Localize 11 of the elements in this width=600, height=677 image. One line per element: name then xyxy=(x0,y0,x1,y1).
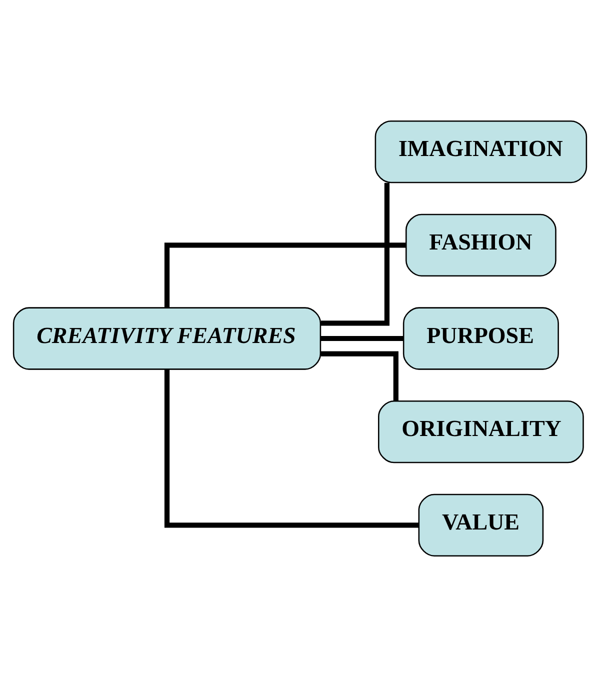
node-box: FASHION xyxy=(406,214,556,276)
node-box: ORIGINALITY xyxy=(378,400,584,464)
node-box: CREATIVITY FEATURES xyxy=(12,307,322,370)
connector xyxy=(320,182,390,326)
node-box: VALUE xyxy=(418,494,544,557)
connector xyxy=(164,242,406,308)
node-box: PURPOSE xyxy=(402,307,559,370)
connector xyxy=(320,336,404,342)
node-box: IMAGINATION xyxy=(374,120,588,184)
connector xyxy=(320,351,398,402)
connector xyxy=(164,369,419,528)
